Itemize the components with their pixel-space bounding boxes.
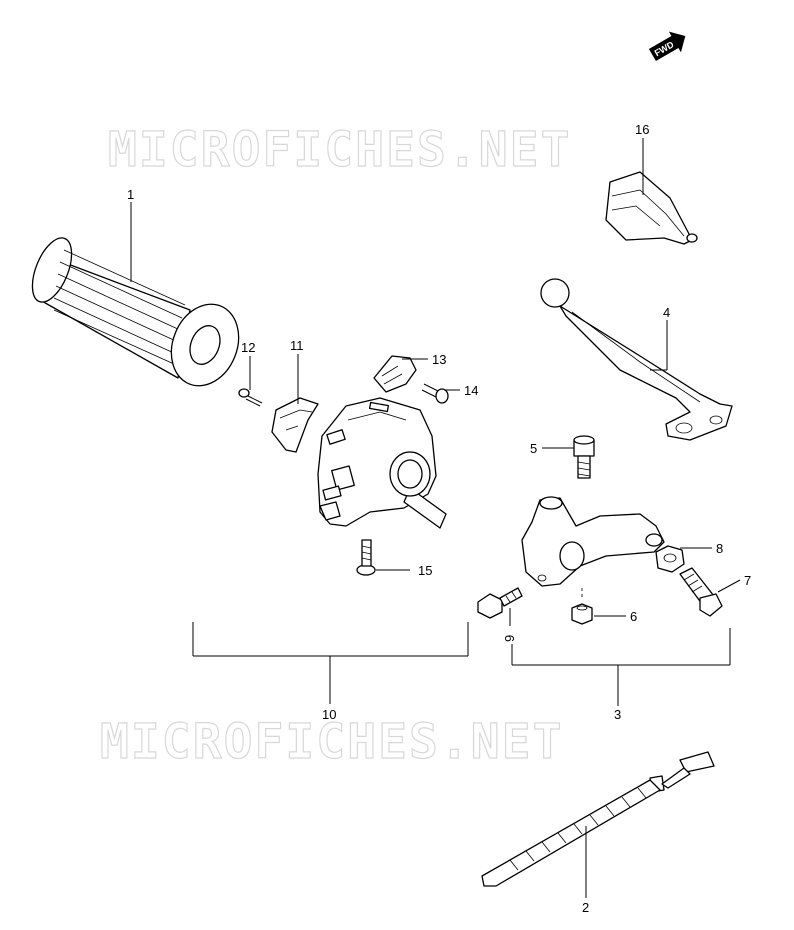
callout-3: 3 (614, 707, 621, 722)
fwd-arrow-icon: FWD (648, 31, 686, 62)
leader-lines (130, 138, 741, 898)
watermark-bottom: MICROFICHES.NET (100, 714, 563, 770)
switch-knob-part (271, 397, 319, 453)
cable-tie-part (481, 751, 715, 887)
callout-10: 10 (322, 707, 336, 722)
callout-14: 14 (464, 383, 478, 398)
callout-15: 15 (418, 563, 432, 578)
screw-15-part (356, 539, 376, 576)
watermark-top: MICROFICHES.NET (108, 122, 571, 178)
callout-7: 7 (744, 573, 751, 588)
bolt-9-part (477, 587, 523, 619)
callout-11: 11 (290, 338, 304, 353)
bolt-7-part (679, 567, 723, 617)
callout-6: 6 (630, 609, 637, 624)
bolt-5-part (573, 435, 595, 479)
callout-16: 16 (635, 122, 649, 137)
switch-housing-part (317, 397, 447, 529)
callout-4: 4 (663, 305, 670, 320)
screw-12-part (238, 388, 263, 407)
nut-6-part (571, 603, 593, 625)
callout-13: 13 (432, 352, 446, 367)
callout-8: 8 (716, 541, 723, 556)
callout-9: 9 (502, 635, 517, 642)
lever-holder-part (521, 496, 665, 600)
cover-13-part (373, 355, 417, 393)
clutch-lever-part (540, 278, 733, 441)
screw-14-part (421, 383, 449, 404)
callout-5: 5 (530, 441, 537, 456)
callout-2: 2 (582, 900, 589, 915)
nut-8-part (655, 545, 685, 573)
grip-part (31, 237, 240, 387)
callout-1: 1 (127, 187, 134, 202)
callout-12: 12 (241, 340, 255, 355)
lever-cover-part (605, 171, 698, 245)
